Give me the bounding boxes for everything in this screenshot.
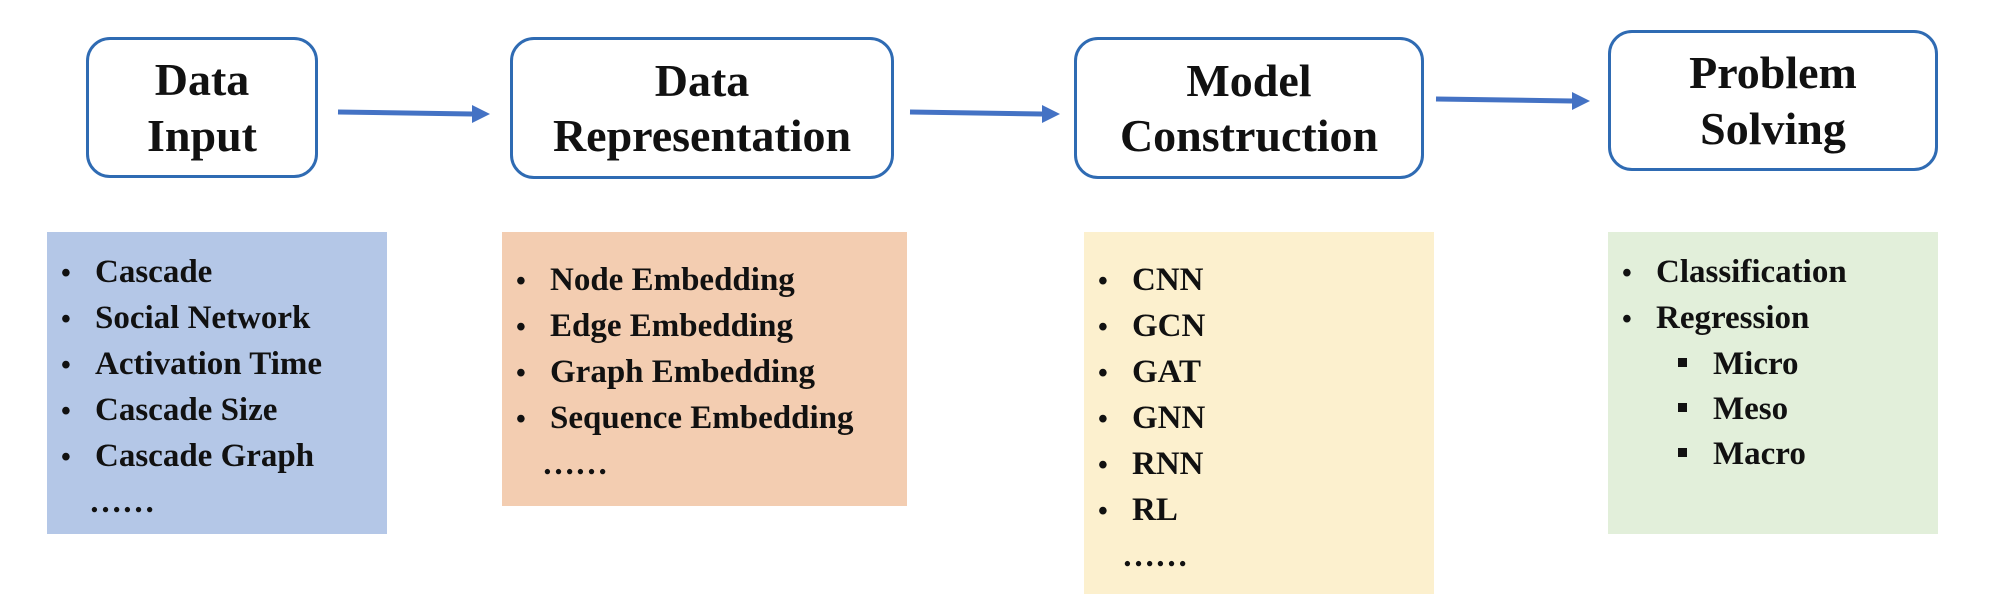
list-item: •Cascade Graph [59, 434, 375, 480]
regression-sublist: Micro Meso Macro [1620, 342, 1926, 477]
bullet-icon: • [516, 266, 526, 297]
list-item: •Cascade [59, 250, 375, 296]
bullet-icon: • [61, 304, 71, 335]
list-item: •GCN [1096, 304, 1422, 350]
step-model-construction: Model Construction [1074, 37, 1424, 179]
detail-model-construction: •CNN •GCN •GAT •GNN •RNN •RL …… [1084, 232, 1434, 594]
detail-data-input-ellipsis: …… [89, 484, 155, 520]
square-bullet-icon [1678, 358, 1687, 367]
list-item: •Regression [1620, 296, 1926, 342]
step-data-input: Data Input [86, 37, 318, 178]
bullet-icon: • [1098, 358, 1108, 389]
list-item: •Activation Time [59, 342, 375, 388]
detail-problem-solving-list: •Classification •Regression [1620, 250, 1926, 342]
detail-data-representation-list: •Node Embedding •Edge Embedding •Graph E… [514, 258, 895, 442]
bullet-icon: • [516, 358, 526, 389]
list-item: •CNN [1096, 258, 1422, 304]
list-item: •RL [1096, 488, 1422, 534]
step-model-construction-title: Model Construction [1119, 54, 1379, 161]
arrow-representation-to-model [909, 104, 1060, 124]
list-item: •Edge Embedding [514, 304, 895, 350]
bullet-icon: • [516, 404, 526, 435]
step-data-input-title: Data Input [147, 54, 257, 161]
square-bullet-icon [1678, 403, 1687, 412]
detail-data-representation: •Node Embedding •Edge Embedding •Graph E… [502, 232, 907, 506]
list-item: •Sequence Embedding [514, 396, 895, 442]
arrow-input-to-representation [337, 104, 490, 124]
list-item: •Social Network [59, 296, 375, 342]
arrow-model-to-solving [1435, 91, 1590, 111]
bullet-icon: • [1098, 404, 1108, 435]
list-item: •GAT [1096, 350, 1422, 396]
bullet-icon: • [61, 350, 71, 381]
bullet-icon: • [1098, 496, 1108, 527]
detail-data-input: •Cascade •Social Network •Activation Tim… [47, 232, 387, 534]
square-bullet-icon [1678, 448, 1687, 457]
sub-list-item: Micro [1678, 342, 1926, 387]
detail-data-input-list: •Cascade •Social Network •Activation Tim… [59, 250, 375, 480]
list-item: •GNN [1096, 396, 1422, 442]
bullet-icon: • [61, 396, 71, 427]
bullet-icon: • [1098, 450, 1108, 481]
step-problem-solving-title: Problem Solving [1689, 47, 1857, 154]
detail-data-representation-ellipsis: …… [542, 446, 608, 482]
step-data-representation: Data Representation [510, 37, 894, 179]
bullet-icon: • [516, 312, 526, 343]
sub-list-item: Macro [1678, 432, 1926, 477]
list-item: •Classification [1620, 250, 1926, 296]
list-item: •Node Embedding [514, 258, 895, 304]
bullet-icon: • [1098, 312, 1108, 343]
list-item: •Cascade Size [59, 388, 375, 434]
step-problem-solving: Problem Solving [1608, 30, 1938, 171]
bullet-icon: • [1622, 258, 1632, 289]
step-data-representation-title: Data Representation [552, 54, 852, 161]
list-item: •Graph Embedding [514, 350, 895, 396]
detail-problem-solving: •Classification •Regression Micro Meso M… [1608, 232, 1938, 534]
bullet-icon: • [61, 442, 71, 473]
bullet-icon: • [61, 258, 71, 289]
sub-list-item: Meso [1678, 387, 1926, 432]
detail-model-construction-list: •CNN •GCN •GAT •GNN •RNN •RL [1096, 258, 1422, 534]
bullet-icon: • [1098, 266, 1108, 297]
list-item: •RNN [1096, 442, 1422, 488]
bullet-icon: • [1622, 304, 1632, 335]
detail-model-construction-ellipsis: …… [1122, 538, 1188, 574]
